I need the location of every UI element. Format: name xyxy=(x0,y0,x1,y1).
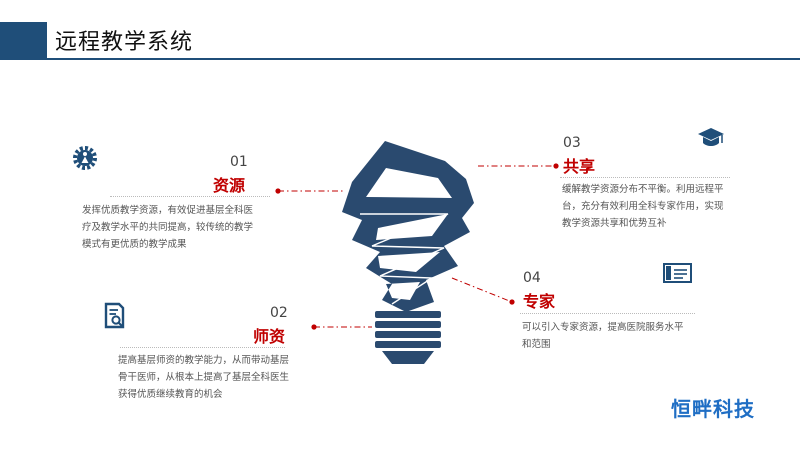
item-03-description: 缓解教学资源分布不平衡。利用远程平台，充分有效利用全科专家作用，实现教学资源共享… xyxy=(562,184,724,229)
item-01-label: 资源 xyxy=(213,176,246,195)
header-underline xyxy=(0,58,800,60)
item-02-number: 02 xyxy=(270,305,288,321)
item-01-description: 发挥优质教学资源，有效促进基层全科医疗及教学水平的共同提高，较传统的教学模式有更… xyxy=(82,205,254,250)
connector-04 xyxy=(451,277,513,303)
lightbulb-icon xyxy=(342,141,474,364)
item-01-divider xyxy=(110,196,270,197)
item-04-number: 04 xyxy=(523,270,541,286)
item-03-number: 03 xyxy=(563,135,581,151)
item-02-label: 师资 xyxy=(253,327,286,346)
gear-person-icon xyxy=(73,146,97,170)
brand-name: 恒畔科技 xyxy=(671,397,755,421)
document-search-icon xyxy=(104,302,125,329)
item-03-label: 共享 xyxy=(563,157,596,176)
certificate-icon xyxy=(663,263,692,283)
item-02-description: 提高基层师资的教学能力，从而带动基层骨干医师，从根本上提高了基层全科医生获得优质… xyxy=(118,355,290,400)
item-04-divider xyxy=(520,313,695,314)
page-title: 远程教学系统 xyxy=(55,30,194,55)
item-02-divider xyxy=(120,347,285,348)
item-03-divider xyxy=(560,177,730,178)
item-04-label: 专家 xyxy=(523,292,556,311)
item-01-number: 01 xyxy=(230,154,248,170)
header-accent-bar xyxy=(0,22,47,60)
graduation-cap-icon xyxy=(698,128,724,146)
item-04-description: 可以引入专家资源，提高医院服务水平和范围 xyxy=(522,322,684,350)
